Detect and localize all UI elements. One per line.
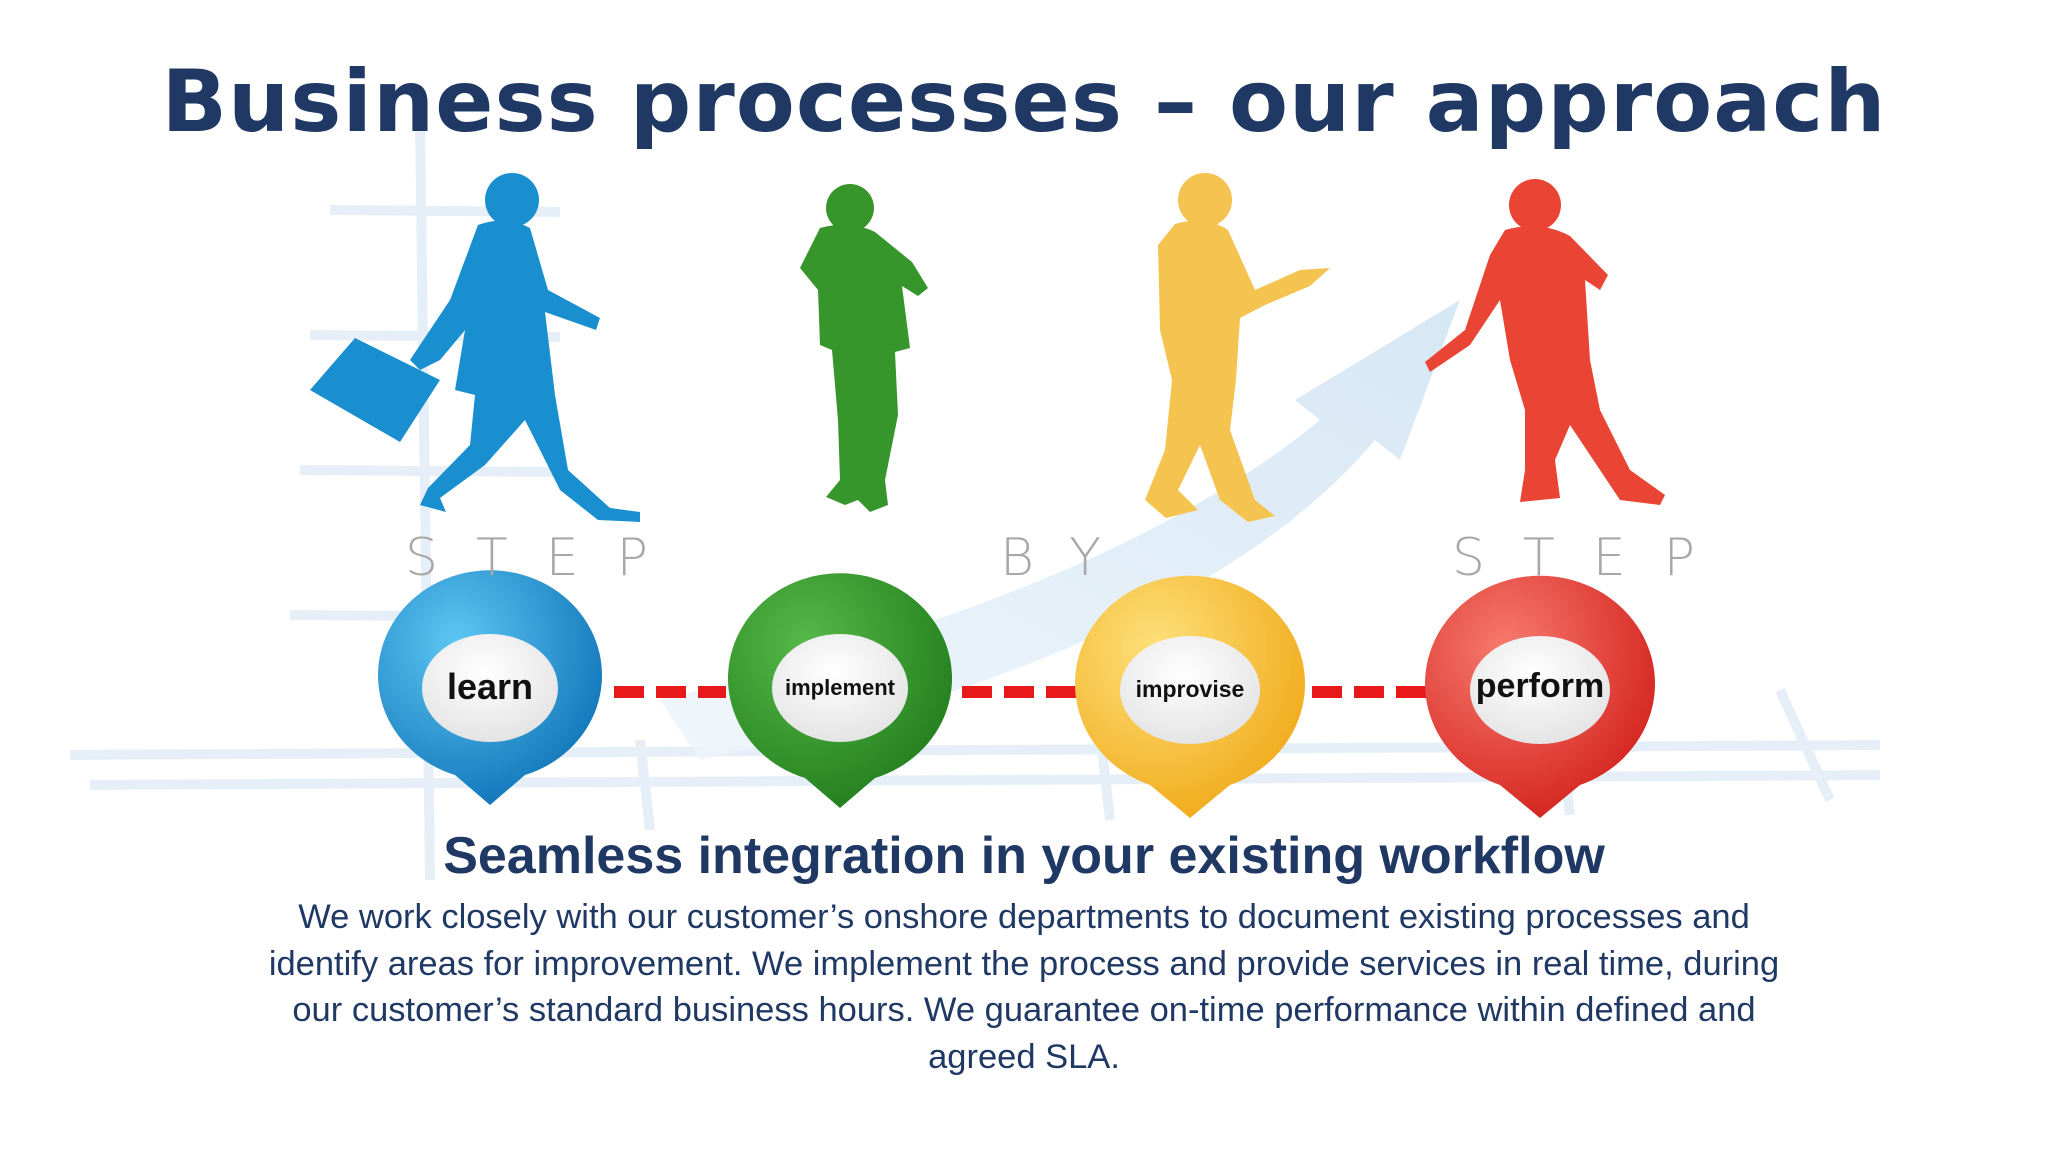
section-subtitle: Seamless integration in your existing wo…: [443, 827, 1605, 885]
step-label-improvise: improvise: [1135, 676, 1245, 702]
pin-perform: [1425, 575, 1655, 818]
pin-learn: [377, 570, 603, 805]
description-paragraph: We work closely with our customer’s onsh…: [268, 898, 1780, 1076]
step-word-3: STEP: [1452, 528, 1733, 588]
silhouette-yellow-person: [1145, 173, 1330, 522]
page-title: Business processes – our approach: [161, 52, 1887, 152]
silhouette-blue-walking-person: [310, 173, 640, 523]
step-label-learn: learn: [446, 666, 534, 707]
step-label-perform: perform: [1475, 667, 1605, 705]
step-word-1: STEP: [405, 528, 686, 588]
silhouette-green-person: [800, 184, 928, 513]
step-label-implement: implement: [784, 675, 896, 700]
silhouette-red-person-on-phone: [1425, 179, 1665, 505]
step-connectors: [614, 686, 1426, 698]
step-word-2: BY: [1000, 528, 1139, 588]
pin-implement: [727, 573, 953, 808]
pin-improvise: [1075, 575, 1305, 818]
